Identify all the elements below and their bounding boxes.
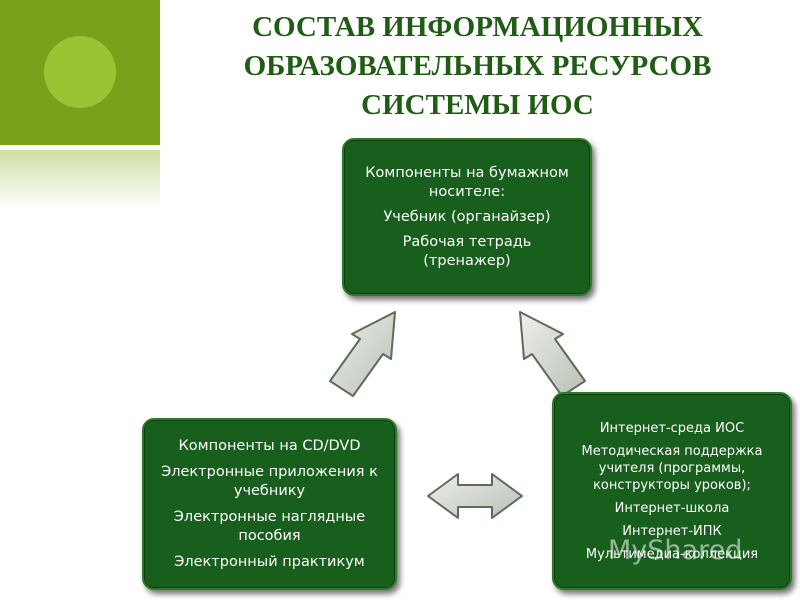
box-line: Рабочая тетрадь (тренажер) [402, 233, 532, 269]
box-line: Электронные наглядные пособия [173, 508, 366, 544]
decorative-green-block [0, 0, 160, 145]
paper-components-box: Компоненты на бумажном носителе: Учебник… [342, 138, 592, 296]
decorative-circle [44, 36, 116, 108]
internet-environment-box: Интернет-среда ИОС Методическая поддержк… [552, 392, 792, 590]
arrow-internet-to-paper [519, 311, 586, 397]
box-line: Мультимедиа-коллекция [585, 546, 759, 562]
box-line: Электронный практикум [174, 553, 365, 570]
cd-dvd-components-box: Компоненты на CD/DVD Электронные приложе… [142, 418, 397, 590]
box-line: Методическая поддержка учителя (программ… [581, 443, 763, 493]
slide-title: СОСТАВ ИНФОРМАЦИОННЫХ ОБРАЗОВАТЕЛЬНЫХ РЕ… [175, 8, 780, 125]
box-line: Интернет-школа [614, 500, 730, 516]
arrow-cd-internet-bidirectional [427, 473, 523, 519]
watermark-text: MyShared [608, 535, 743, 566]
title-line: СОСТАВ ИНФОРМАЦИОННЫХ [252, 11, 703, 43]
title-line: СИСТЕМЫ ИОС [361, 89, 594, 121]
box-line: Компоненты на CD/DVD [178, 437, 361, 454]
box-line: Учебник (органайзер) [383, 208, 551, 225]
title-line: ОБРАЗОВАТЕЛЬНЫХ РЕСУРСОВ [243, 50, 712, 82]
box-line: Интернет-среда ИОС [599, 420, 745, 436]
box-line: Компоненты на бумажном носителе: [365, 164, 569, 200]
box-line: Интернет-ИПК [622, 523, 722, 539]
arrow-cd-to-paper [329, 311, 396, 397]
decorative-gradient [0, 150, 160, 210]
box-line: Электронные приложения к учебнику [161, 463, 378, 499]
